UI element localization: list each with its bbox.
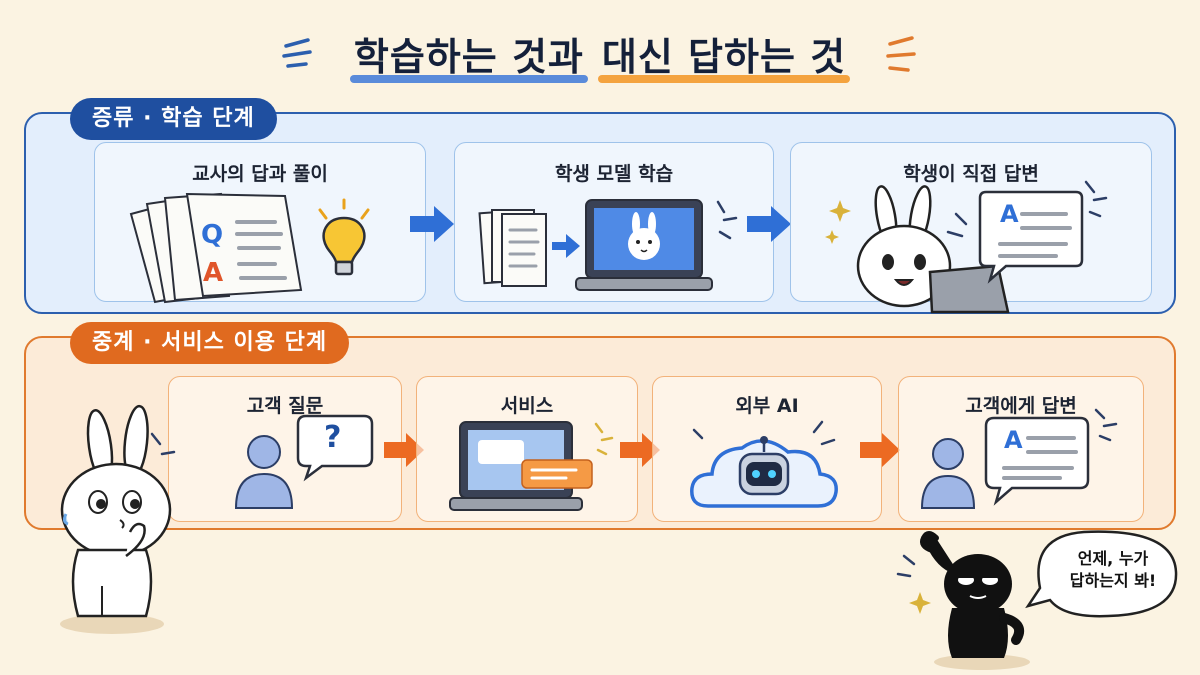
answer-letter-2: A [1004, 426, 1023, 454]
step-label: 고객 질문 [246, 395, 324, 417]
step-label: 외부 AI [735, 395, 799, 417]
flow-arrow-1-icon [410, 206, 454, 242]
sparkle-lines-2-icon [594, 422, 614, 456]
answer-bubble-icon [978, 190, 1084, 284]
question-bubble-icon [296, 414, 374, 482]
thinking-bunny-icon [60, 404, 176, 634]
step-label: 학생 모델 학습 [554, 163, 674, 185]
speech-bubble-icon [1025, 530, 1178, 618]
qa-documents-icon [129, 192, 303, 304]
relay-stage-badge: 중계 · 서비스 이용 단계 [70, 322, 350, 364]
doc-answer-letter: A [203, 258, 224, 288]
distillation-stage-badge: 증류 · 학습 단계 [70, 98, 277, 140]
step-label: 고객에게 답변 [965, 395, 1077, 417]
flow-arrow-4-icon [620, 433, 660, 467]
speech-line-2: 답하는지 봐! [1069, 571, 1157, 590]
laptop-student-model-icon [575, 199, 713, 291]
sparkle-lines-icon [716, 200, 738, 240]
step-label: 서비스 [500, 395, 554, 417]
question-mark: ? [324, 420, 342, 455]
speech-text: 언제, 누가 답하는지 봐! [1048, 548, 1178, 592]
title-dash-right-icon [886, 36, 916, 72]
cloud-robot-icon [690, 420, 838, 508]
step-label: 학생이 직접 답변 [903, 163, 1039, 185]
excite-lines-2-icon [1094, 408, 1118, 442]
title-part-answering: 대신 답하는 것 [597, 26, 851, 83]
student-bunny-laptop-icon [825, 185, 1010, 314]
stacked-papers-icon [478, 209, 547, 287]
flow-arrow-3-icon [384, 433, 424, 467]
title-dash-left-icon [282, 38, 312, 68]
small-arrow-icon [552, 234, 580, 258]
user-avatar-2-icon [920, 438, 976, 509]
lightbulb-icon [318, 198, 370, 276]
doc-question-letter: Q [201, 220, 224, 250]
user-avatar-icon [234, 435, 294, 509]
answer-letter-1: A [1000, 200, 1019, 228]
flow-arrow-2-icon [747, 206, 791, 242]
flow-arrow-5-icon [860, 433, 900, 467]
title-part-learning: 학습하는 것과 [349, 26, 588, 83]
answer-bubble-2-icon [984, 416, 1090, 506]
excite-lines-icon [1084, 180, 1108, 218]
laptop-service-icon [449, 421, 593, 511]
dark-pointing-character-icon [896, 531, 1030, 670]
step-label: 교사의 답과 풀이 [192, 163, 328, 185]
speech-line-1: 언제, 누가 [1077, 549, 1149, 568]
